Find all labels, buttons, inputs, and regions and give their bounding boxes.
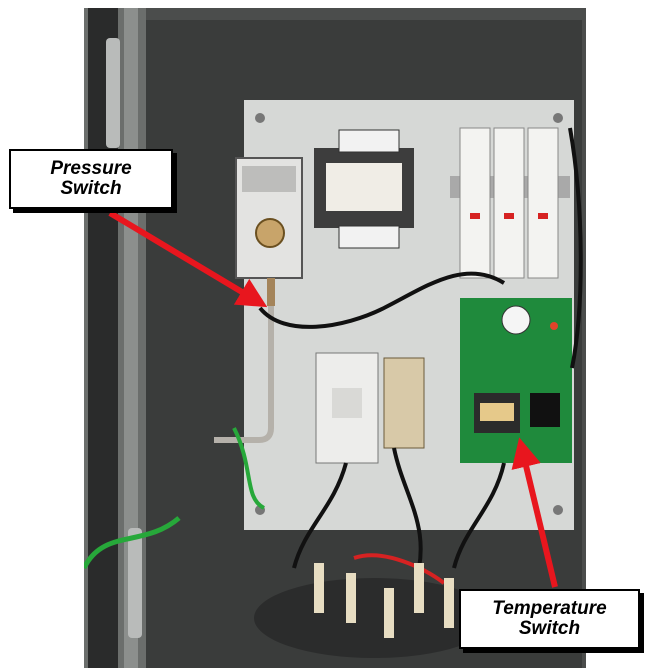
wire-ferrule: [384, 588, 394, 638]
transformer-terminals-bottom: [338, 225, 400, 249]
red-wire: [353, 553, 446, 585]
wire-ferrule: [346, 573, 356, 623]
breaker-indicator: [538, 213, 548, 219]
circuit-breaker: [493, 127, 525, 279]
temperature-label-line2: Switch: [518, 618, 581, 639]
transformer-label: [326, 163, 402, 211]
pcb-dial: [501, 305, 531, 335]
black-wire: [568, 127, 583, 369]
pcb-relay: [530, 393, 560, 427]
temperature-switch-callout: Temperature Switch: [459, 589, 640, 649]
pressure-tube: [214, 306, 274, 443]
pressure-label-line1: Pressure: [50, 158, 132, 179]
pcb-led: [550, 322, 558, 330]
black-wire: [452, 462, 506, 569]
breaker-indicator: [470, 213, 480, 219]
hinge-top: [106, 38, 120, 148]
black-wire: [292, 462, 348, 569]
contactor-window: [332, 388, 362, 418]
hinge-bottom: [128, 528, 142, 638]
cable-entry: [254, 578, 494, 658]
circuit-breaker: [459, 127, 491, 279]
terminal-block: [383, 357, 425, 449]
black-wire: [258, 271, 506, 329]
wire-ferrule: [314, 563, 324, 613]
wire-ferrule: [444, 578, 454, 628]
transformer-terminals-top: [338, 129, 400, 153]
control-panel-photo: [84, 8, 586, 668]
pressure-switch-stem: [267, 278, 275, 306]
pcb-label: [480, 403, 514, 421]
pressure-switch-callout: Pressure Switch: [9, 149, 173, 209]
pressure-switch-cover: [242, 166, 296, 192]
plate-screw: [255, 113, 265, 123]
plate-screw: [553, 113, 563, 123]
breaker-indicator: [504, 213, 514, 219]
plate-screw: [553, 505, 563, 515]
pressure-switch-dial: [255, 218, 285, 248]
green-ground-wire: [232, 427, 266, 510]
circuit-breaker: [527, 127, 559, 279]
pressure-label-line2: Switch: [60, 178, 122, 199]
temperature-label-line1: Temperature: [492, 598, 607, 619]
wire-ferrule: [414, 563, 424, 613]
door-ground-wire: [84, 516, 181, 570]
